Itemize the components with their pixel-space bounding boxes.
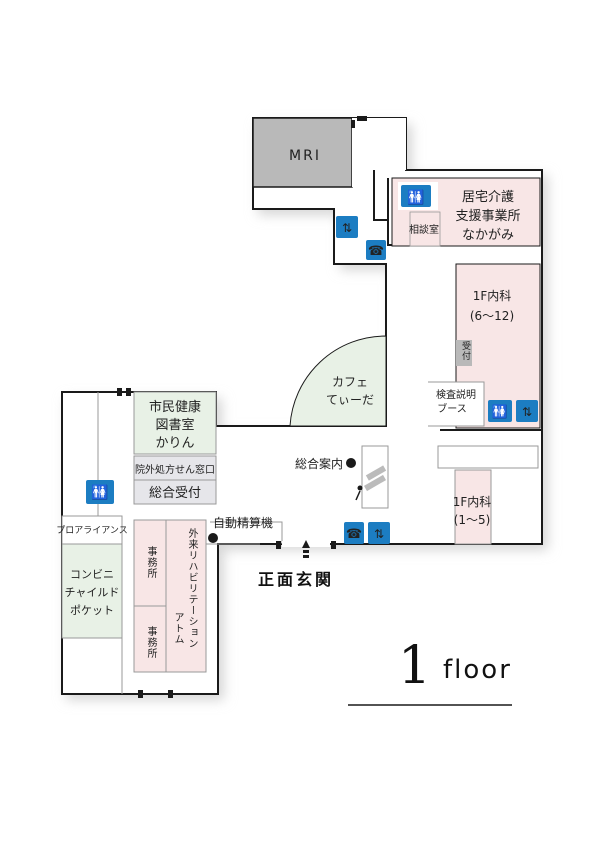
conveni-label-2: チャイルド xyxy=(65,586,120,599)
mri-corridor xyxy=(352,118,406,187)
proaraiance-room[interactable] xyxy=(61,515,123,545)
svg-text:⇅: ⇅ xyxy=(522,405,532,419)
entrance-arrow-icon xyxy=(302,540,310,558)
library-label-2: 図書室 xyxy=(155,417,194,433)
restroom-icon: 🚻 xyxy=(86,480,114,504)
floor-word: floor xyxy=(443,655,512,685)
telephone-icon: ☎ xyxy=(344,522,364,544)
inner-wall xyxy=(205,526,260,545)
cafe-label-1: カフェ xyxy=(332,375,368,389)
door-marker xyxy=(168,690,173,698)
library-label-1: 市民健康 xyxy=(149,399,201,415)
door-marker xyxy=(138,690,143,698)
svg-text:🚻: 🚻 xyxy=(91,484,108,501)
info-label: 総合案内 xyxy=(295,456,343,471)
info-dot xyxy=(346,458,356,468)
door-marker xyxy=(276,541,281,549)
door-marker xyxy=(331,541,336,549)
counter-strip xyxy=(437,445,539,469)
reception-label: 総合受付 xyxy=(149,486,201,501)
kyotaku-label-1: 居宅介護 xyxy=(462,189,514,205)
door-marker xyxy=(357,116,367,121)
naika-1-5-room[interactable] xyxy=(454,469,492,545)
door-marker xyxy=(117,388,122,396)
inner-wall xyxy=(373,170,388,221)
svg-text:⇅: ⇅ xyxy=(374,527,384,541)
cafe-label-2: てぃーだ xyxy=(326,393,374,407)
telephone-icon: ☎ xyxy=(366,240,386,260)
kyotaku-label-2: 支援事業所 xyxy=(455,208,520,224)
prescription-label: 院外処方せん窓口 xyxy=(135,463,215,476)
elevator-icon: ⇅ xyxy=(336,216,358,238)
door-marker xyxy=(351,120,355,128)
elevator-icon: ⇅ xyxy=(516,400,538,422)
inner-wall xyxy=(387,178,392,246)
rehab-label-2: アトム xyxy=(172,612,183,645)
inner-wall xyxy=(210,521,283,544)
naika-1-5-label-2: (1〜5) xyxy=(454,513,491,527)
restroom-icon: 🚻 xyxy=(401,185,431,207)
escalator-icon xyxy=(355,465,387,501)
uketsuke-label: 受付 xyxy=(460,341,470,361)
pay-dot xyxy=(208,533,218,543)
jimusho-label-2: 事務所 xyxy=(145,626,156,659)
rehab-label-1: 外来リハビリテーション xyxy=(186,528,197,649)
svg-text:☎: ☎ xyxy=(346,527,362,542)
kensa-label-2: ブース xyxy=(437,402,467,415)
naika-1-5-label-1: 1F内科 xyxy=(453,495,492,509)
uketsuke-box[interactable] xyxy=(456,340,472,366)
door-marker xyxy=(126,388,131,396)
floor-number: 1 xyxy=(398,636,432,696)
cafe-room[interactable] xyxy=(289,335,387,427)
naika-6-12-label-2: (6〜12) xyxy=(470,309,514,323)
svg-text:🚻: 🚻 xyxy=(492,404,508,420)
rehab-room[interactable] xyxy=(165,519,207,673)
svg-text:☎: ☎ xyxy=(368,244,384,259)
naika-6-12-label-1: 1F内科 xyxy=(473,289,512,303)
jimusho-upper-room[interactable] xyxy=(133,519,167,607)
kensa-booth[interactable] xyxy=(428,381,485,427)
elevator-icon: ⇅ xyxy=(368,522,390,544)
soudanshitsu-room[interactable] xyxy=(409,211,441,247)
conveni-label-1: コンビニ xyxy=(70,568,114,581)
svg-text:⇅: ⇅ xyxy=(342,221,352,235)
library-label-3: かりん xyxy=(155,436,194,451)
proaraiance-label: プロアライアンス xyxy=(56,525,127,536)
kensa-label-1: 検査説明 xyxy=(436,388,476,401)
restroom-icon: 🚻 xyxy=(488,400,512,422)
library-room[interactable] xyxy=(133,391,217,455)
conveni-label-3: ポケット xyxy=(70,604,114,617)
mri-label: MRI xyxy=(289,148,321,164)
svg-text:🚻: 🚻 xyxy=(407,189,424,206)
jimusho-lower-room[interactable] xyxy=(133,605,167,673)
auto-pay-label: 自動精算機 xyxy=(213,515,273,530)
kyotaku-label-3: なかがみ xyxy=(462,228,514,243)
soudanshitsu-label: 相談室 xyxy=(409,223,439,236)
jimusho-label-1: 事務所 xyxy=(145,546,156,579)
main-entrance-label: 正面玄関 xyxy=(258,570,335,589)
